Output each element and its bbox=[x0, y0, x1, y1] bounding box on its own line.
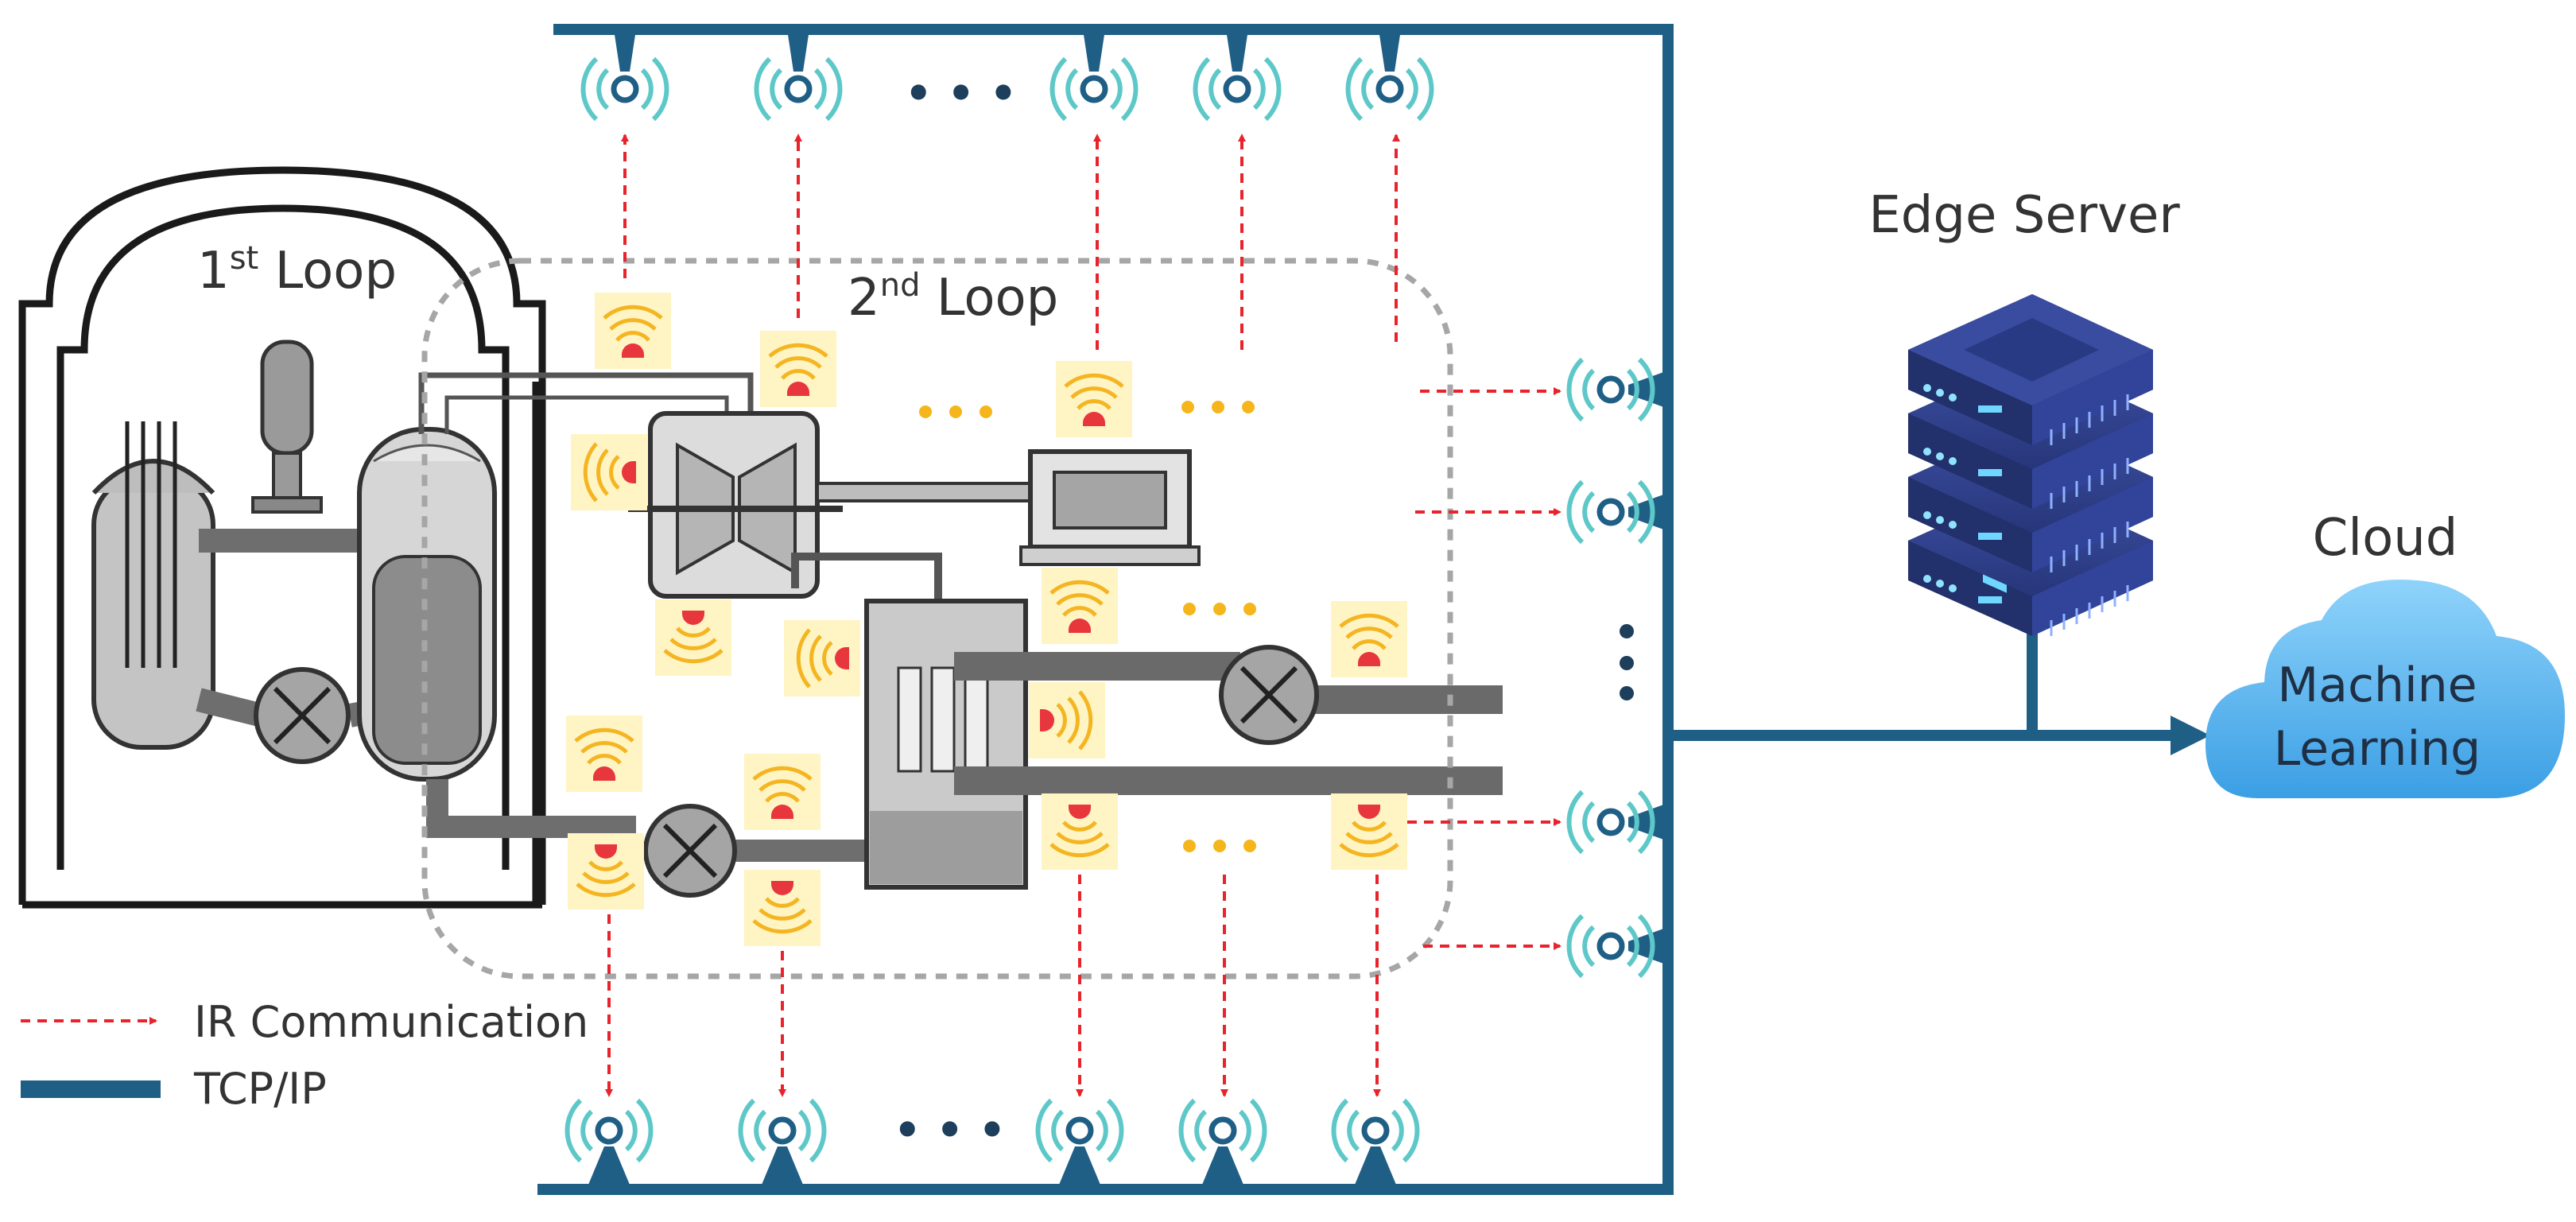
steam-line bbox=[418, 372, 754, 434]
receiver-icon bbox=[1052, 29, 1135, 119]
cooling-water-pipes bbox=[954, 652, 1503, 795]
receiver-icon bbox=[1038, 1100, 1121, 1185]
second-loop-label: 2nd Loop bbox=[848, 267, 1058, 328]
containment-building bbox=[18, 166, 546, 909]
cloud-line2: Learning bbox=[2274, 721, 2481, 777]
legend-ir-label: IR Communication bbox=[194, 997, 588, 1047]
plant-schematic bbox=[18, 166, 1503, 909]
sensor-ellipsis-dots bbox=[919, 401, 1256, 852]
receiver-icon bbox=[1195, 29, 1278, 119]
condenser bbox=[864, 599, 1028, 890]
cloud-icon bbox=[2206, 580, 2565, 798]
ir-sensor-icon bbox=[1029, 682, 1105, 758]
ir-sensor-icon bbox=[568, 833, 644, 910]
second-loop-boundary bbox=[421, 258, 1453, 980]
vertical-ellipsis bbox=[1620, 624, 1634, 700]
edge-server-label: Edge Server bbox=[1868, 186, 2180, 245]
ir-sensor-icon bbox=[1042, 793, 1118, 870]
feedwater-pump bbox=[643, 804, 737, 898]
exhaust-line bbox=[791, 553, 942, 604]
ir-sensor-icon bbox=[784, 620, 860, 696]
turbine bbox=[628, 411, 843, 599]
receiver-icon bbox=[1181, 1100, 1264, 1185]
tcp-bus bbox=[537, 24, 2210, 1195]
receiver-icon bbox=[567, 1100, 650, 1185]
receiver-icon bbox=[1333, 1100, 1417, 1185]
pressurizer bbox=[251, 339, 323, 514]
receiver-icon bbox=[1348, 29, 1431, 119]
reactor-vessel bbox=[91, 421, 215, 750]
receiver-icon bbox=[1569, 359, 1668, 420]
cloud: Cloud Machine Learning bbox=[2206, 509, 2565, 798]
ir-sensor-icon bbox=[1042, 568, 1118, 644]
ir-sensor-icon bbox=[1056, 361, 1132, 437]
receiver-icon bbox=[756, 29, 840, 119]
ir-sensor-icon bbox=[595, 293, 671, 369]
receiver-icon bbox=[740, 1100, 824, 1185]
first-loop-label: 1st Loop bbox=[197, 240, 397, 301]
ir-sensor-icon bbox=[760, 331, 836, 407]
ir-sensor-icon bbox=[1331, 601, 1407, 677]
ir-sensor-icon bbox=[566, 716, 642, 792]
bottom-ellipsis: • • • bbox=[894, 1105, 1006, 1155]
bottom-receivers: • • • bbox=[567, 1100, 1417, 1185]
receiver-icon bbox=[1569, 482, 1668, 542]
ir-sensor-icon bbox=[744, 754, 821, 830]
right-receivers bbox=[1569, 359, 1668, 976]
cloud-label: Cloud bbox=[2313, 509, 2458, 568]
ir-arrows bbox=[605, 134, 1562, 1097]
legend-tcp-label: TCP/IP bbox=[193, 1064, 327, 1114]
reactor-coolant-pump bbox=[254, 667, 351, 764]
feedwater-line bbox=[426, 779, 867, 862]
ir-sensor-icon bbox=[1331, 793, 1407, 870]
ir-sensor-icon bbox=[655, 599, 731, 676]
legend: IR Communication TCP/IP bbox=[21, 997, 588, 1114]
edge-server: Edge Server bbox=[1868, 186, 2180, 636]
ir-sensor-icon bbox=[744, 870, 821, 946]
receiver-icon bbox=[1569, 916, 1668, 976]
circulating-water-pump bbox=[1219, 645, 1319, 745]
top-ellipsis: • • • bbox=[905, 68, 1017, 118]
receiver-icon bbox=[1569, 792, 1668, 852]
ir-sensor-icon bbox=[571, 434, 647, 510]
receiver-icon bbox=[583, 29, 666, 119]
cloud-line1: Machine bbox=[2277, 658, 2477, 713]
server-stack-icon bbox=[1908, 294, 2153, 636]
top-receivers: • • • bbox=[583, 29, 1431, 119]
generator bbox=[816, 449, 1201, 566]
